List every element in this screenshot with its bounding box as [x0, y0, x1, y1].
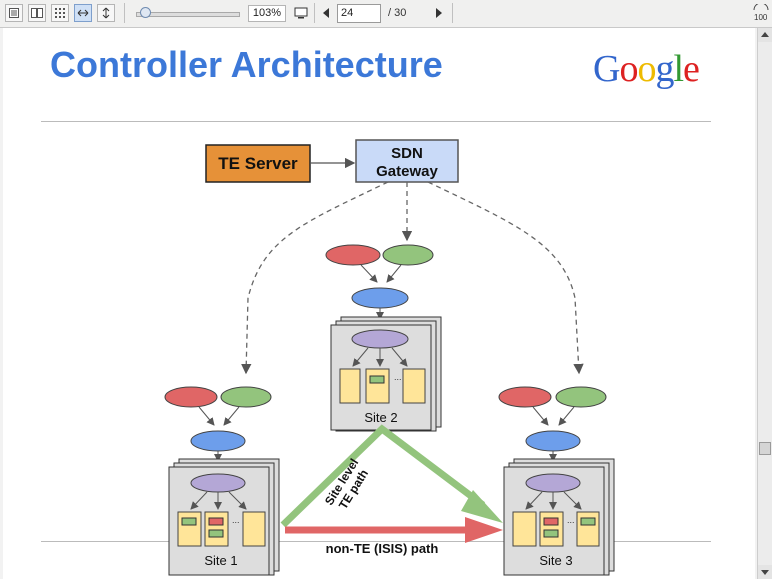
gateway-to-site3-dashed-arrow: [427, 181, 584, 375]
toolbar-divider: [314, 3, 315, 23]
site3-box: ... Site 3: [503, 458, 615, 576]
toolbar-divider: [124, 3, 125, 23]
zoom-level: 103%: [248, 5, 286, 22]
previous-page-icon[interactable]: [323, 8, 329, 18]
two-page-view-icon[interactable]: [28, 4, 46, 22]
logo-letter: e: [683, 48, 700, 90]
slide-title: Controller Architecture: [50, 44, 443, 85]
site2-label: Site 2: [364, 410, 397, 425]
controller-architecture-diagram: TE Server SDN Gateway: [164, 139, 615, 576]
site1-box: ... Site 1: [168, 458, 280, 576]
svg-text:...: ...: [394, 372, 402, 382]
logo-letter: l: [673, 48, 684, 90]
page-number-input[interactable]: 24: [337, 4, 381, 23]
non-te-isis-path: non-TE (ISIS) path: [285, 517, 503, 556]
sdn-gateway-box: SDN Gateway: [355, 139, 459, 183]
te-server-box: TE Server: [205, 144, 311, 183]
vertical-scrollbar[interactable]: [757, 28, 772, 579]
site1-controllers: [164, 386, 272, 462]
site2-box: ... Site 2: [330, 316, 442, 432]
site3-controllers: [498, 386, 607, 462]
site-level-te-path: Site level TE path: [280, 424, 503, 528]
page-total: / 30: [388, 7, 407, 19]
monitor-icon[interactable]: [292, 4, 310, 22]
svg-text:SDN: SDN: [391, 145, 423, 162]
svg-text:Gateway: Gateway: [376, 163, 438, 180]
fit-width-icon[interactable]: [74, 4, 92, 22]
logo-letter: g: [655, 48, 674, 90]
zoom-slider[interactable]: [136, 12, 240, 17]
toolbar-divider: [452, 3, 453, 23]
site2-controllers: [325, 244, 434, 320]
logo-letter: G: [593, 48, 620, 90]
scrollbar-thumb[interactable]: [759, 442, 771, 455]
slide-page: Controller Architecture Google TE Server…: [3, 28, 755, 579]
grid-view-icon[interactable]: [51, 4, 69, 22]
next-page-icon[interactable]: [436, 8, 442, 18]
viewer-toolbar: 103% 24 / 30 100: [0, 0, 772, 28]
logo-letter: o: [619, 48, 638, 90]
svg-text:...: ...: [567, 515, 575, 525]
title-divider: [41, 121, 711, 122]
single-page-view-icon[interactable]: [5, 4, 23, 22]
scroll-down-icon[interactable]: [758, 565, 772, 579]
zoom-slider-handle[interactable]: [140, 7, 151, 18]
document-viewport[interactable]: Controller Architecture Google TE Server…: [0, 28, 757, 579]
zoom-100-button[interactable]: 100: [752, 2, 770, 22]
logo-letter: o: [637, 48, 656, 90]
google-logo: Google: [593, 47, 700, 91]
site3-label: Site 3: [539, 553, 572, 568]
svg-text:100: 100: [754, 13, 768, 22]
footer-divider: [41, 541, 711, 542]
svg-text:...: ...: [232, 515, 240, 525]
site1-label: Site 1: [204, 553, 237, 568]
svg-text:TE Server: TE Server: [218, 154, 298, 173]
svg-text:non-TE (ISIS) path: non-TE (ISIS) path: [326, 541, 439, 556]
fit-height-icon[interactable]: [97, 4, 115, 22]
scroll-up-icon[interactable]: [758, 28, 772, 42]
